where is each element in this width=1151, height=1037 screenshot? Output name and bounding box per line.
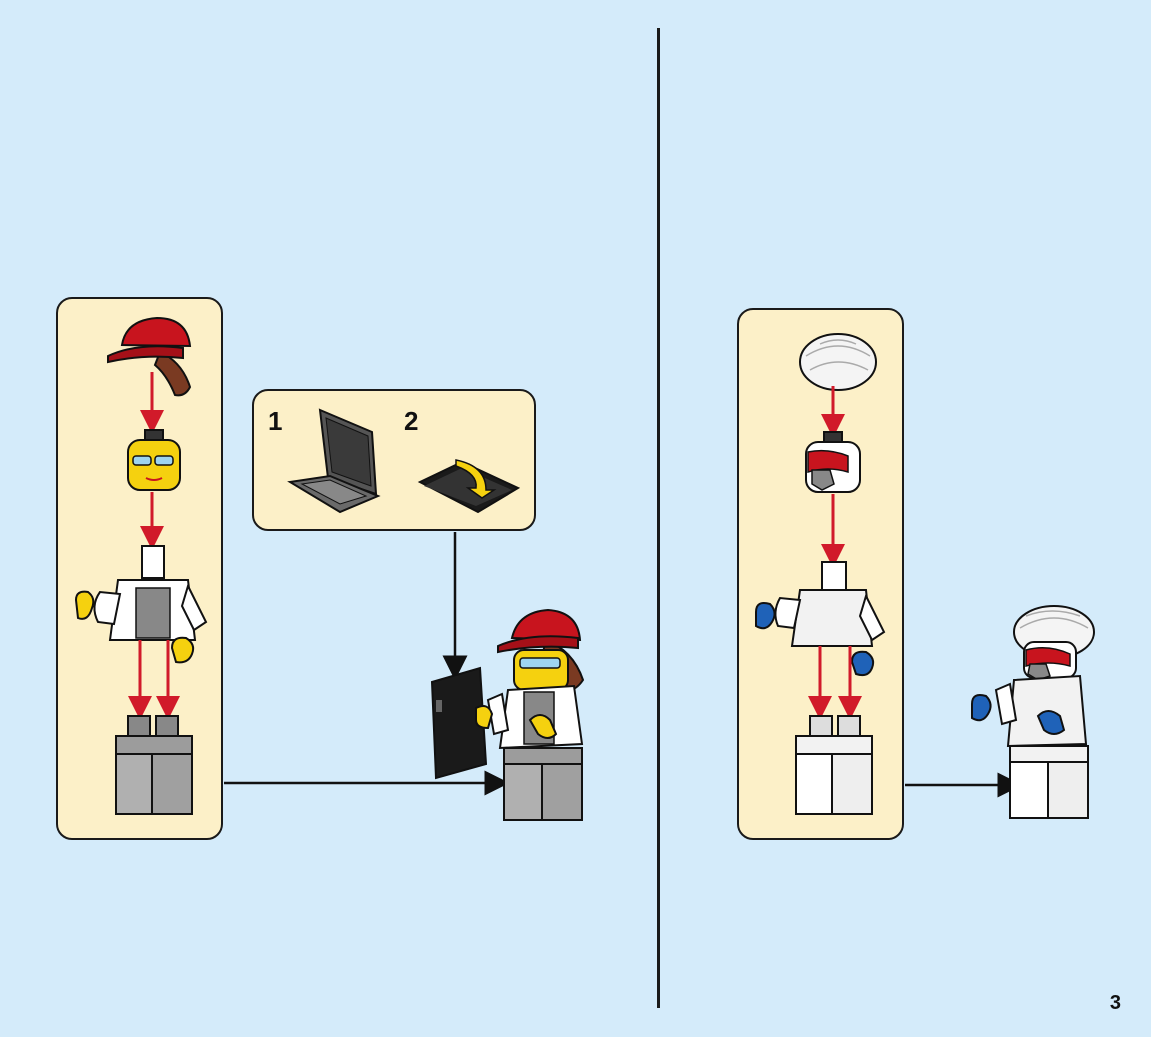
substep-2-label: 2 [404, 406, 419, 436]
laptop-icon [287, 408, 381, 514]
page-number: 3 [1109, 992, 1121, 1014]
parts-callout-right [737, 308, 904, 840]
torso-icon [74, 545, 208, 664]
white-torso-icon [755, 561, 886, 677]
laptop-subassembly-callout [252, 389, 536, 531]
legs-icon [115, 715, 193, 815]
white-legs-icon [795, 715, 873, 815]
white-minifigure-icon [971, 605, 1095, 819]
head-icon [127, 429, 181, 491]
cap-with-hair-icon [107, 316, 192, 397]
page-divider [657, 28, 660, 1008]
hairnet-icon [799, 333, 877, 391]
laptop-closed-icon [417, 459, 521, 514]
head-mask-icon [805, 431, 861, 493]
minifigure-icon [430, 608, 585, 821]
substep-1-label: 1 [268, 406, 283, 436]
